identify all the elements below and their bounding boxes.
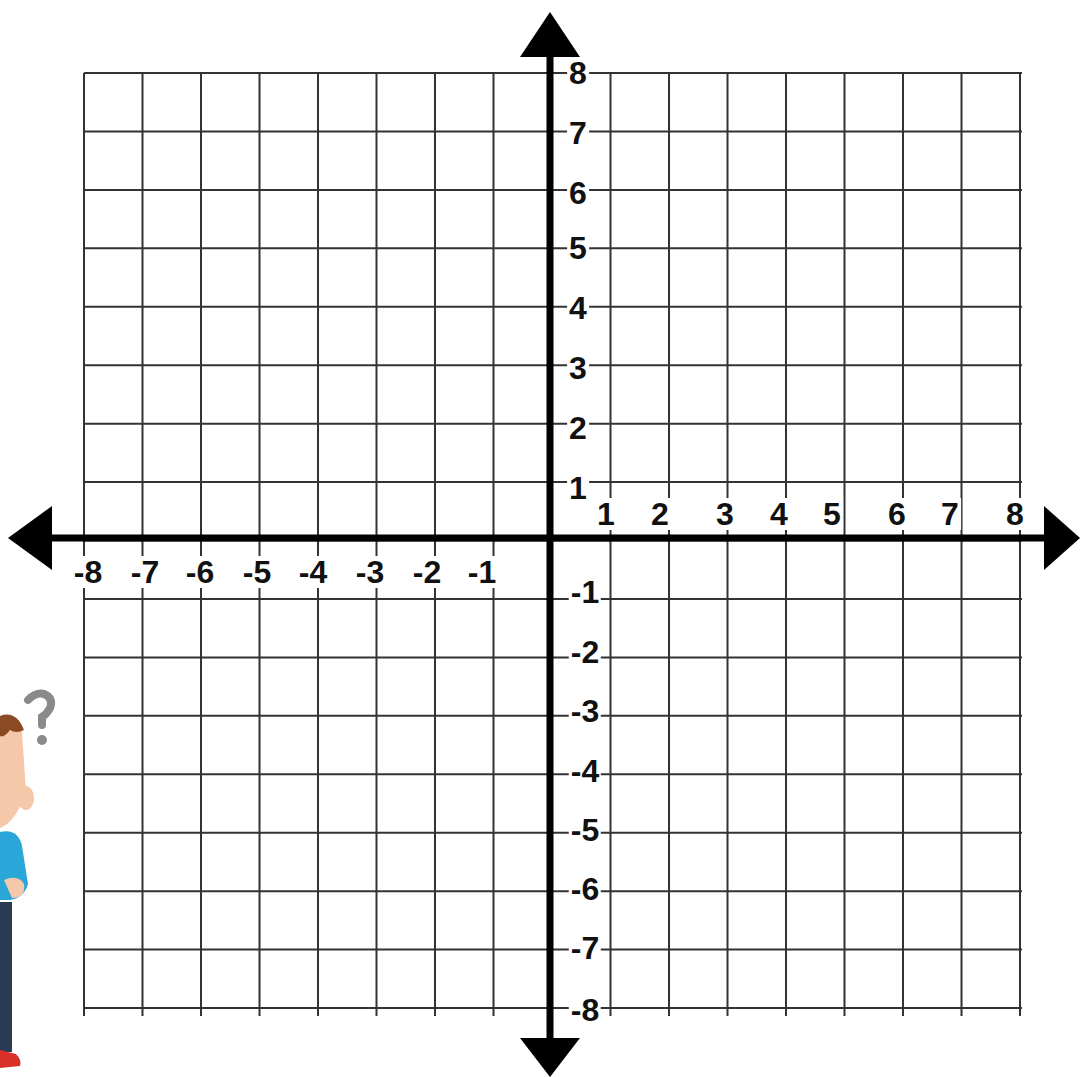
y-axis-number: -2 [569,636,601,668]
y-axis-number: -6 [569,873,601,905]
x-axis-number: -3 [354,556,386,588]
grid-line [668,73,670,1016]
grid-line [83,73,85,1016]
axis-arrow [520,12,580,57]
x-axis-number: 3 [714,498,736,530]
y-axis-number: 1 [567,472,589,504]
y-axis-number: 6 [567,177,589,209]
x-axis-number: 6 [886,498,908,530]
grid-line [200,73,202,1016]
x-axis [40,535,1048,542]
grid-line [317,73,319,1016]
y-axis [547,50,554,1045]
y-axis-number: 4 [567,292,589,324]
boy-hair [0,715,24,737]
x-axis-number: 2 [649,498,671,530]
grid-line [142,73,144,1016]
boy-ear [18,786,34,810]
axis-arrow [520,1038,580,1077]
y-axis-number: 2 [567,412,589,444]
x-axis-number: 4 [768,498,790,530]
grid-line [961,73,963,1016]
boy-shoe [0,1050,21,1068]
grid-line [610,73,612,1016]
x-axis-number: 5 [821,498,843,530]
axis-arrow [8,506,52,570]
axis-arrow [1044,506,1080,570]
axes [8,12,1080,1077]
grid-line [493,73,495,1016]
y-axis-number: -8 [569,994,601,1026]
y-axis-number: 3 [567,352,589,384]
boy-hand [4,878,24,898]
y-axis-number: -3 [569,695,601,727]
question-mark [37,735,47,745]
grid-line [727,73,729,1016]
x-axis-number: -1 [466,556,498,588]
x-axis-number: 8 [1004,498,1026,530]
y-axis-number: 7 [567,117,589,149]
x-axis-number: -8 [72,556,104,588]
grid-line [434,73,436,1016]
grid-line [844,73,846,1016]
x-axis-number: 1 [595,498,617,530]
x-axis-number: -5 [241,556,273,588]
grid-line [902,73,904,1016]
y-axis-number: -7 [569,932,601,964]
grid-line [785,73,787,1016]
question-mark [28,694,51,725]
grid-line [376,73,378,1016]
y-axis-number: -5 [569,814,601,846]
x-axis-number: -7 [129,556,161,588]
boy-face [0,720,26,828]
y-axis-number: -4 [569,755,601,787]
x-axis-number: -2 [411,556,443,588]
cartoon-boy [0,694,51,1068]
x-axis-number: -6 [184,556,216,588]
y-axis-number: -1 [569,576,601,608]
grid-line [259,73,261,1016]
y-axis-number: 5 [567,232,589,264]
x-axis-number: -4 [297,556,329,588]
boy-shirt [0,831,28,900]
y-axis-number: 8 [567,57,589,89]
grid-line [1019,73,1021,1016]
x-axis-number: 7 [939,498,961,530]
boy-leg [0,902,12,1052]
